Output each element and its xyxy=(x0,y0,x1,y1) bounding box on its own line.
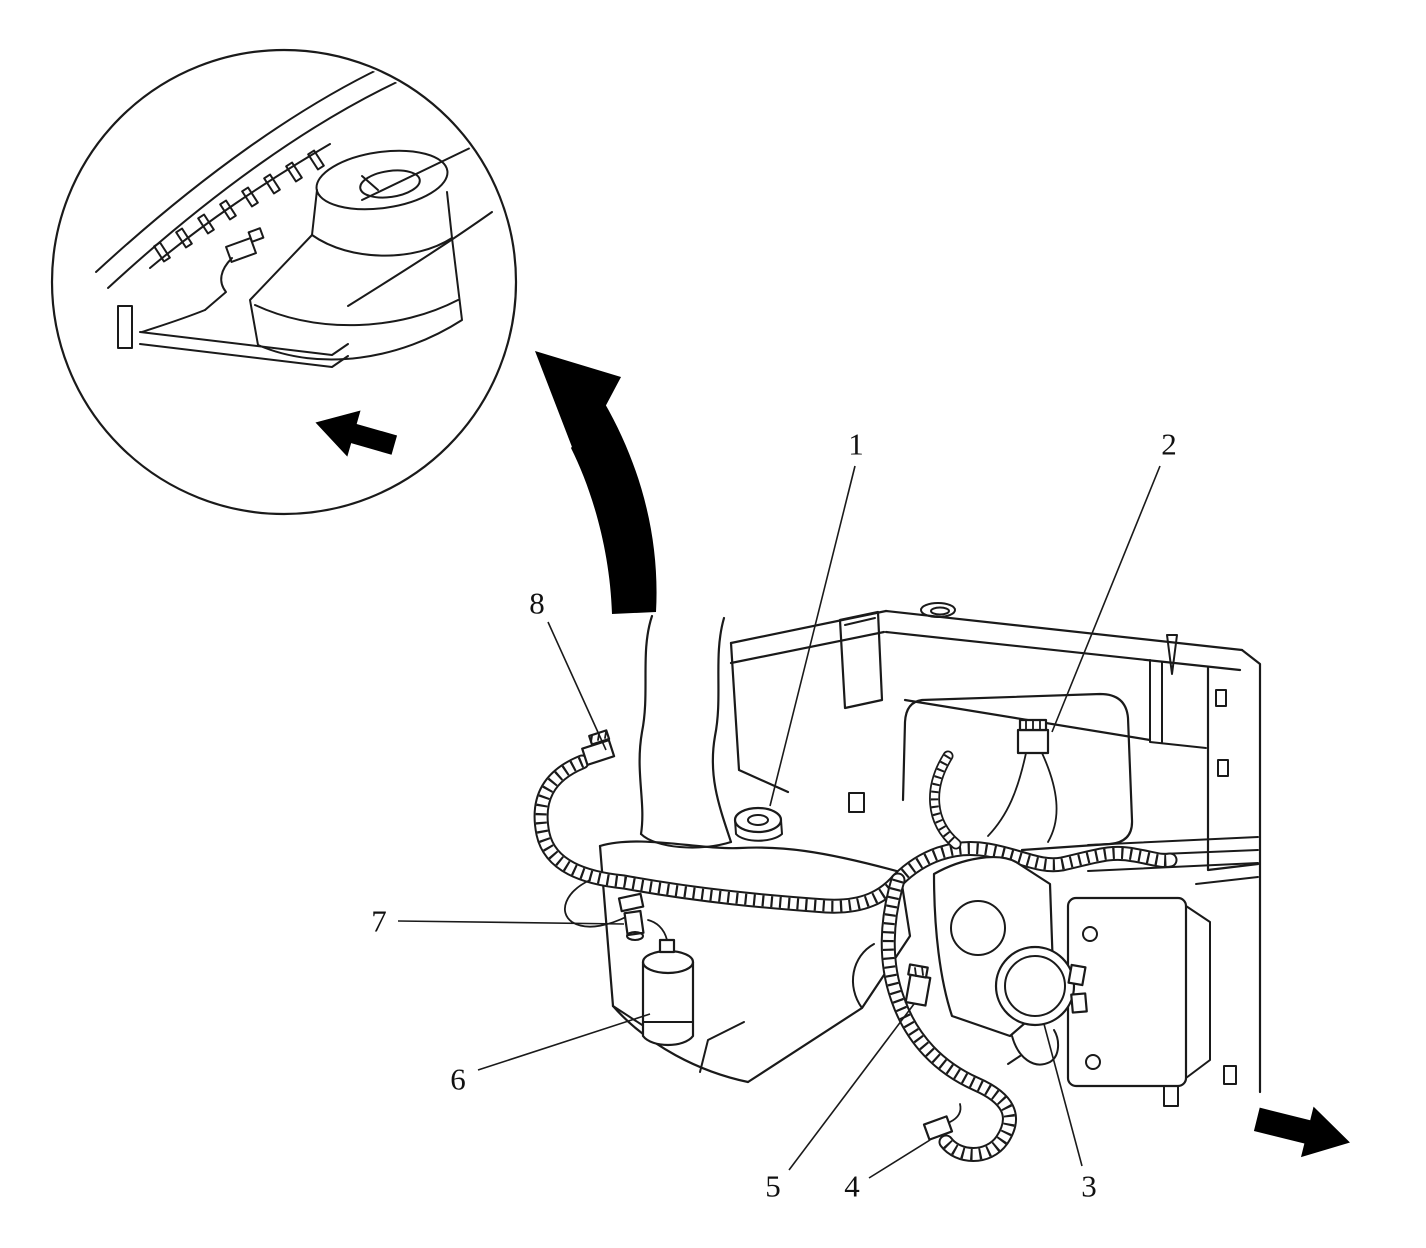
harness-connector-8 xyxy=(581,729,616,766)
inset-reservoir-body xyxy=(249,234,463,361)
filler-cap xyxy=(733,806,783,842)
pump-motor xyxy=(994,945,1076,1027)
filler-neck xyxy=(638,614,654,836)
reservoir-tank xyxy=(598,840,902,874)
callout-label-6: 6 xyxy=(450,1061,466,1097)
callout-label-8: 8 xyxy=(529,585,545,621)
callout-label-1: 1 xyxy=(848,426,864,462)
leader-4 xyxy=(868,1139,931,1179)
callout-leader-lines xyxy=(397,465,1161,1179)
recess-pocket xyxy=(901,692,1134,852)
callout-label-5: 5 xyxy=(765,1168,781,1204)
end-connector-4 xyxy=(922,1103,962,1141)
leader-6 xyxy=(477,1013,651,1071)
radiator-support-structure xyxy=(729,602,1262,1107)
harness-connector-2 xyxy=(987,718,1058,843)
inline-connector-5 xyxy=(904,963,932,1007)
curved-zoom-arrow-icon xyxy=(535,351,657,614)
callout-label-4: 4 xyxy=(844,1168,860,1204)
inset-support-strap xyxy=(117,305,349,368)
leader-8 xyxy=(547,621,607,751)
leader-1 xyxy=(769,465,856,807)
detail-inset-circle xyxy=(50,48,518,516)
callout-label-7: 7 xyxy=(371,903,387,939)
inset-reservoir-filler xyxy=(311,149,453,257)
level-sensor-connector-7 xyxy=(563,879,645,941)
alignment-pin xyxy=(1166,634,1178,675)
view-direction-arrow-icon xyxy=(1253,1106,1350,1158)
callout-label-3: 3 xyxy=(1081,1168,1097,1204)
leader-7 xyxy=(397,920,625,925)
panel-square-hole xyxy=(848,792,865,813)
right-side-panel xyxy=(1166,634,1262,1094)
inset-direction-arrow-icon xyxy=(315,410,398,457)
inset-detail-drawing xyxy=(95,59,493,457)
washer-pump-assembly xyxy=(932,856,1088,1066)
module-box xyxy=(1066,896,1211,1107)
bracket-hole xyxy=(950,900,1006,956)
inset-circle-outline xyxy=(50,48,518,516)
reservoir-pump-cylinder-6 xyxy=(641,919,695,1047)
callout-label-2: 2 xyxy=(1161,426,1177,462)
inset-mounting-clip xyxy=(141,227,265,333)
rail-tick-marks xyxy=(153,149,325,263)
leader-2 xyxy=(1051,465,1161,733)
leader-5 xyxy=(788,1003,915,1171)
beam-oval-hole xyxy=(920,602,956,618)
leader-3 xyxy=(1043,1023,1083,1167)
